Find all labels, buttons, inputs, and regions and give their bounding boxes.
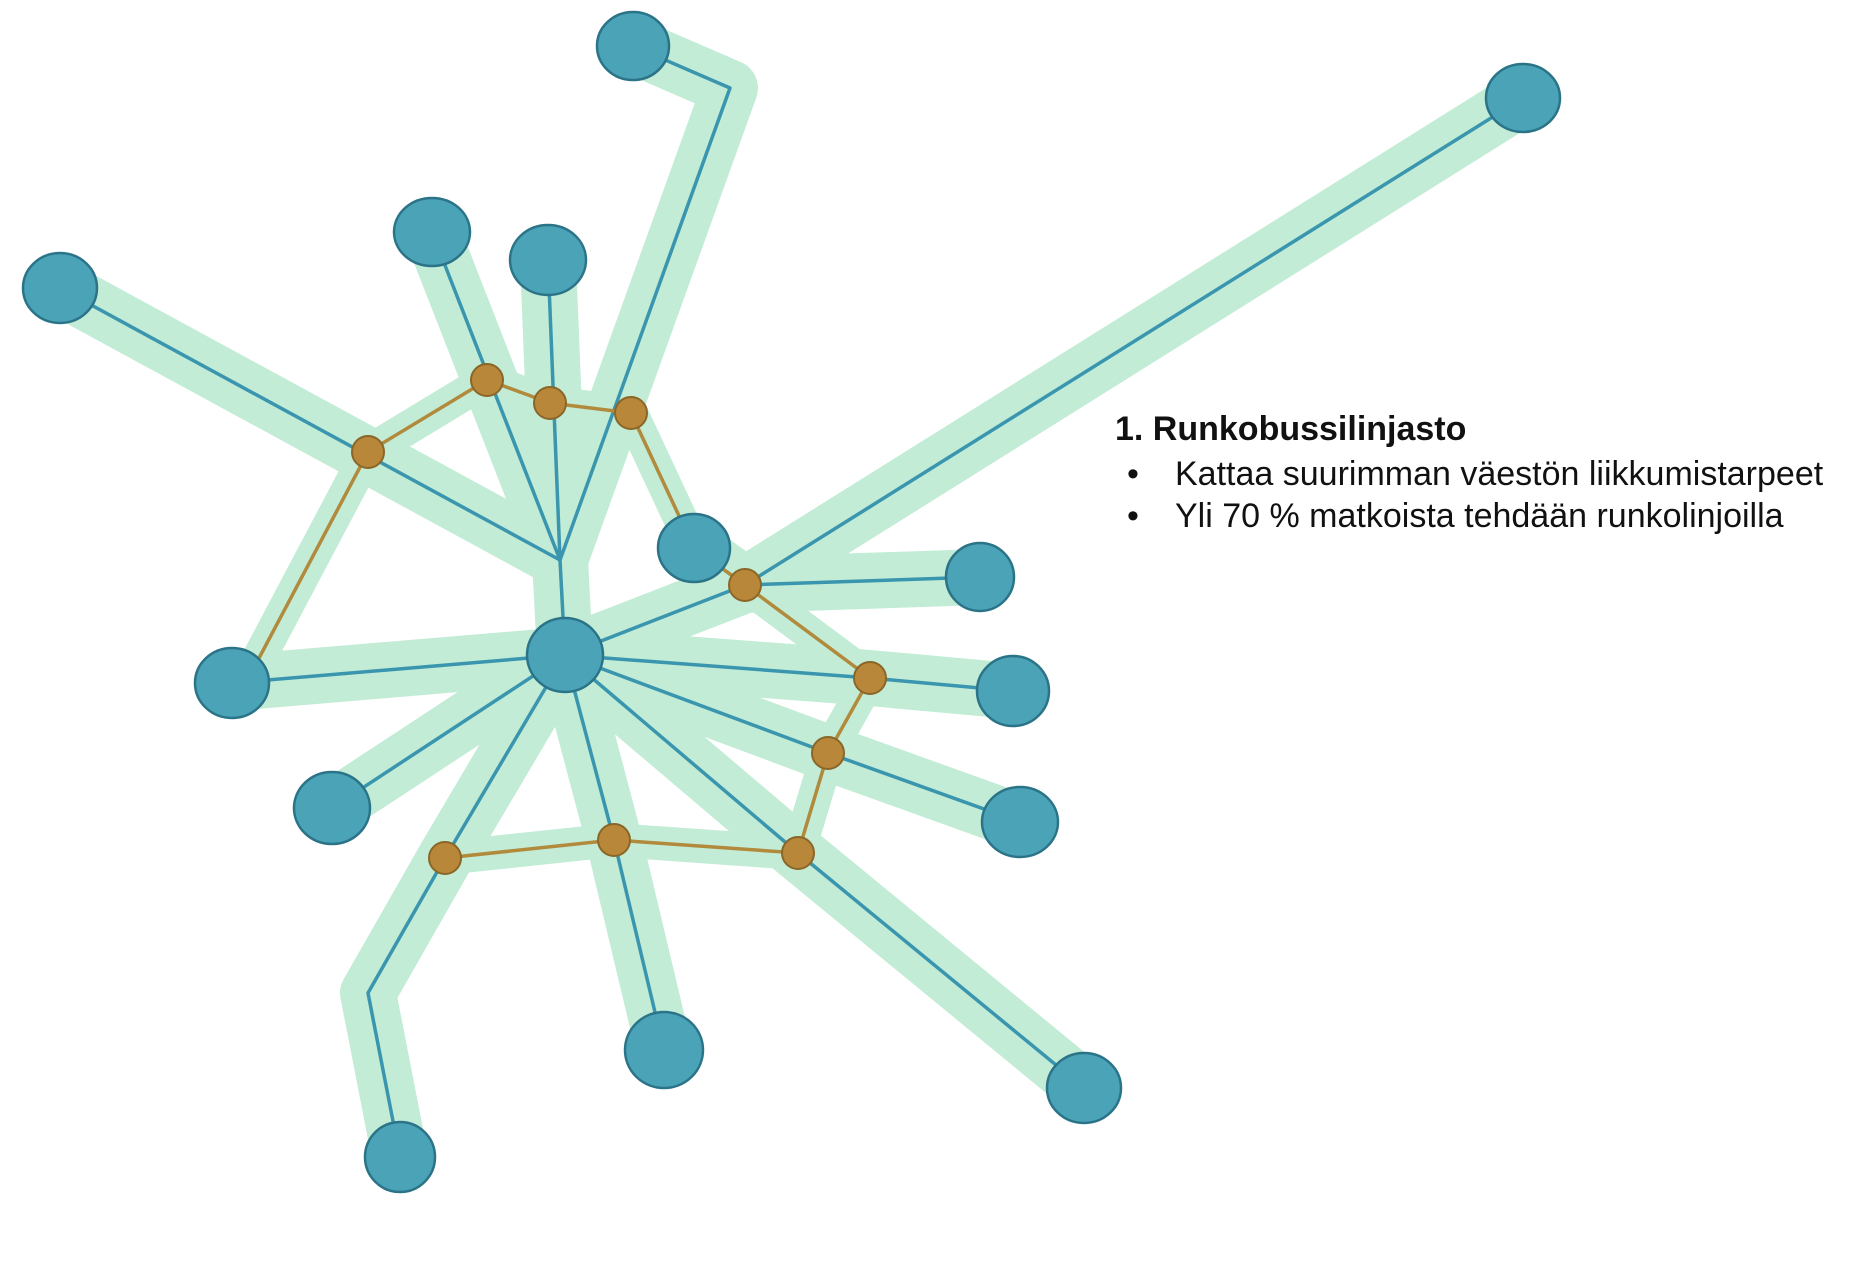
section-title: 1. Runkobussilinjasto [1115,410,1467,448]
ring-stop [470,363,504,397]
major-stop [595,10,671,82]
major-stop [975,654,1051,728]
trunk-route-line [744,575,981,587]
trunk-route-line [59,286,561,562]
ring-stop [351,435,385,469]
bullet-trip-share: Yli 70 % matkoista tehdään runkolinjoill… [1115,495,1875,537]
ring-stop [614,396,648,430]
ring-stop [853,661,887,695]
major-stop [623,1010,705,1090]
service-area-halo [32,18,1551,1185]
trunk-route-line [231,653,566,685]
major-stop [363,1120,437,1194]
trunk-route-line [430,231,562,561]
ring-stop [533,386,567,420]
major-stop [525,616,605,694]
major-stop [1045,1051,1123,1125]
trunk-route-line [744,96,1524,587]
major-stop [656,512,732,584]
ring-stop [811,736,845,770]
ring-stop [428,841,462,875]
ring-stop [781,836,815,870]
major-stop [21,251,99,325]
major-stop [1484,62,1562,134]
ring-stop [728,568,762,602]
network-diagram [21,10,1562,1194]
major-stop [292,770,372,846]
major-stop [508,223,588,297]
ring-stop [597,823,631,857]
major-stop [944,541,1016,613]
text-panel: 1. Runkobussilinjasto Kattaa suurimman v… [1115,410,1823,537]
trunk-route-line [331,653,566,810]
bullet-coverage: Kattaa suurimman väestön liikkumistarpee… [1115,453,1875,495]
major-stop [392,196,472,268]
major-stop [980,785,1060,859]
major-stop [193,646,271,720]
trunk-route-line [366,654,567,1158]
stops [21,10,1562,1194]
